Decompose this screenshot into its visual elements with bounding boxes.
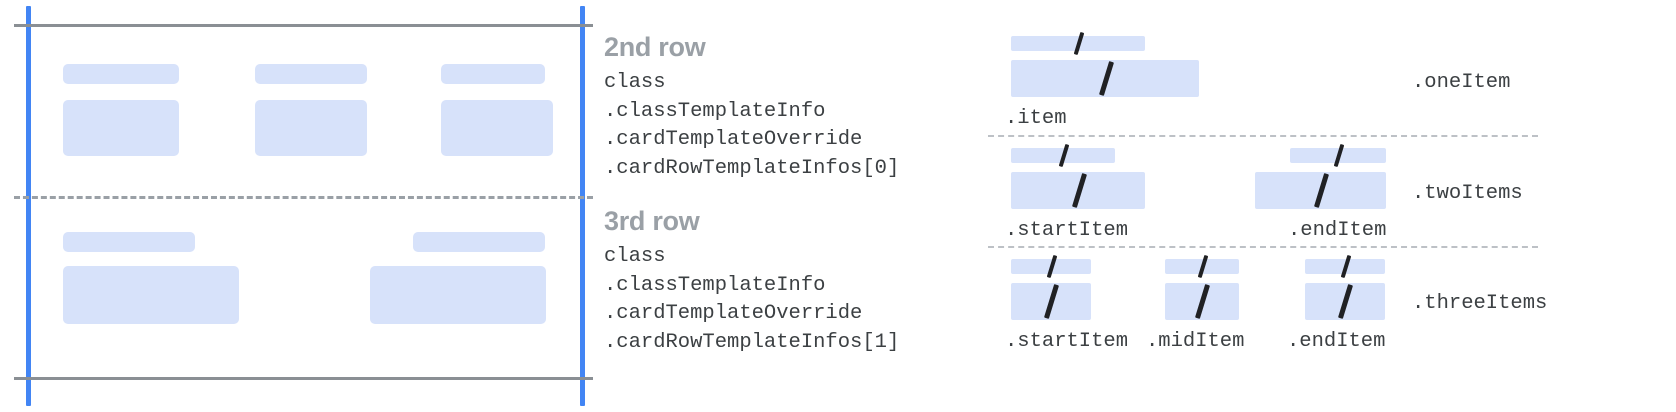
item-title-chip [1011, 254, 1091, 279]
item-body-chip [1305, 283, 1385, 320]
item-title-chip [1165, 254, 1239, 279]
third-row-spec-line: .cardRowTemplateInfos[1] [604, 330, 900, 354]
third-row-spec-line: .cardTemplateOverride [604, 302, 863, 325]
group-label: .oneItem [1412, 71, 1511, 94]
cell-body-placeholder [63, 266, 239, 324]
row-divider-dashed-line [14, 196, 593, 199]
body-slash-mark [1098, 61, 1115, 96]
item-label: .endItem [1288, 219, 1387, 242]
cell-body-placeholder [441, 100, 553, 156]
second-row-spec: 2nd row class .classTemplateInfo .cardTe… [604, 32, 899, 183]
item-label: .startItem [1005, 330, 1129, 353]
third-row-title: 3rd row [604, 206, 700, 236]
item-body-chip [1165, 283, 1239, 320]
item-title-chip [1011, 31, 1145, 56]
cell-title-placeholder [441, 64, 545, 84]
second-row-spec-line: .cardRowTemplateInfos[0] [604, 156, 900, 180]
title-slash-mark [1046, 254, 1058, 279]
item-label: .item [1005, 107, 1067, 130]
title-slash-mark [1058, 143, 1070, 168]
group-label: .twoItems [1412, 182, 1523, 205]
third-row-spec-line: class [604, 245, 666, 268]
cell-body-placeholder [370, 266, 546, 324]
cell-title-placeholder [63, 232, 195, 252]
cell-title-placeholder [413, 232, 545, 252]
cell-body-placeholder [63, 100, 179, 156]
group-separator-dashed-line [988, 135, 1538, 137]
second-row-spec-line: .classTemplateInfo [604, 99, 826, 123]
title-slash-mark [1197, 254, 1209, 279]
body-slash-mark [1043, 284, 1060, 319]
second-row-title: 2nd row [604, 32, 706, 62]
body-slash-mark [1194, 284, 1211, 319]
body-slash-mark [1337, 284, 1354, 319]
item-label: .endItem [1287, 330, 1386, 353]
item-body-chip [1255, 172, 1386, 209]
cell-title-placeholder [63, 64, 179, 84]
group-separator-dashed-line [988, 246, 1538, 248]
group-label: .threeItems [1412, 292, 1548, 315]
item-label: .midItem [1146, 330, 1245, 353]
top-boundary-line [14, 24, 593, 27]
third-row-spec-line: .classTemplateInfo [604, 273, 826, 297]
item-body-chip [1011, 60, 1199, 97]
left-margin-guide-line [26, 6, 31, 406]
item-label: .startItem [1005, 219, 1129, 242]
item-title-chip [1305, 254, 1385, 279]
bottom-boundary-line [14, 377, 593, 380]
item-title-chip [1011, 143, 1115, 168]
third-row-spec: 3rd row class .classTemplateInfo .cardTe… [604, 206, 899, 357]
second-row-spec-line: .cardTemplateOverride [604, 128, 863, 151]
body-slash-mark [1313, 173, 1330, 208]
item-title-chip [1290, 143, 1386, 168]
title-slash-mark [1340, 254, 1352, 279]
cell-body-placeholder [255, 100, 367, 156]
second-row-spec-line: class [604, 71, 666, 94]
item-body-chip [1011, 283, 1091, 320]
right-margin-guide-line [580, 6, 585, 406]
body-slash-mark [1071, 173, 1088, 208]
item-body-chip [1011, 172, 1145, 209]
title-slash-mark [1073, 31, 1085, 56]
title-slash-mark [1333, 143, 1345, 168]
cell-title-placeholder [255, 64, 367, 84]
